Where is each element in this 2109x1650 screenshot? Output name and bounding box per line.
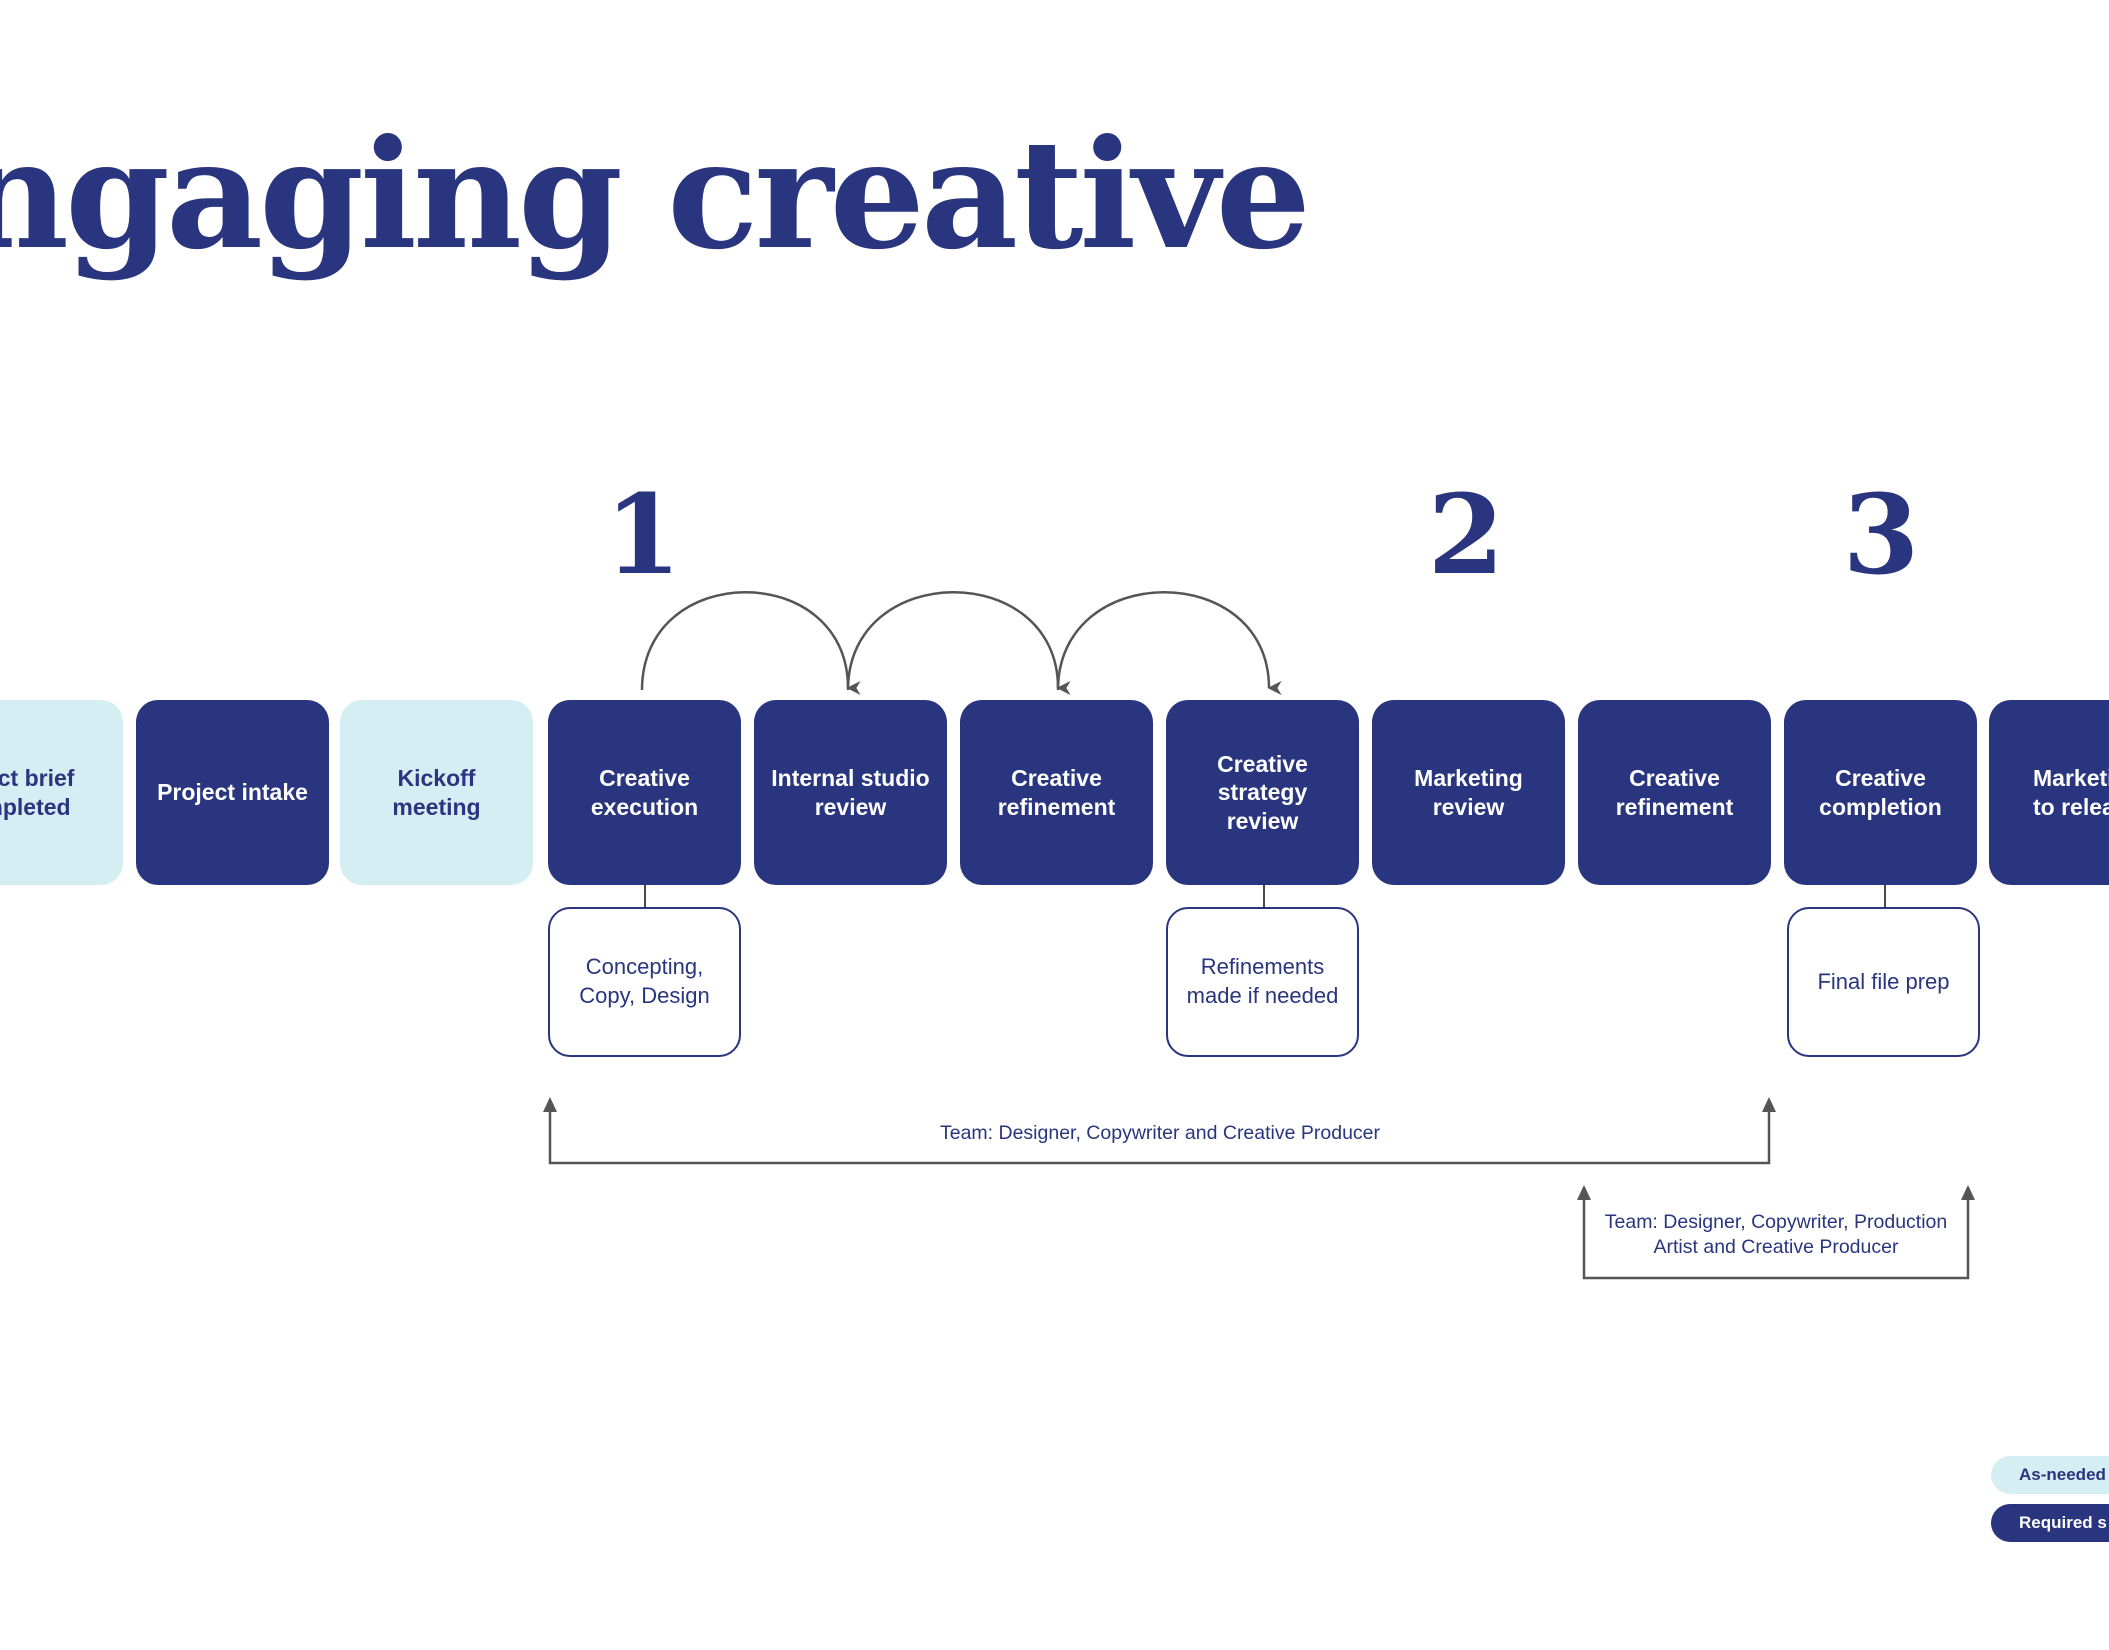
team-bracket-2 (1582, 1188, 1970, 1280)
substep-connector (1263, 885, 1265, 907)
legend-as-needed: As-needed (1991, 1456, 2109, 1494)
loop-arrow-2 (846, 591, 1071, 695)
substep-concepting: Concepting,Copy, Design (548, 907, 741, 1057)
team-bracket-1 (548, 1100, 1771, 1165)
legend-required: Required s (1991, 1504, 2109, 1542)
page-title: ngaging creative (0, 107, 1311, 283)
phase-number-3: 3 (1842, 470, 1920, 599)
phase-number-1: 1 (604, 470, 682, 599)
step-project-intake: Project intake (136, 700, 329, 885)
step-project-brief-completed: ject briefmpleted (0, 700, 123, 885)
loop-arrow-1 (640, 591, 861, 695)
substep-connector (1884, 885, 1886, 907)
substep-connector (644, 885, 646, 907)
team-label-1: Team: Designer, Copywriter and Creative … (939, 1122, 1381, 1144)
loop-arrow-3 (1056, 591, 1282, 695)
phase-number-2: 2 (1427, 470, 1505, 599)
substep-final-file-prep: Final file prep (1787, 907, 1980, 1057)
